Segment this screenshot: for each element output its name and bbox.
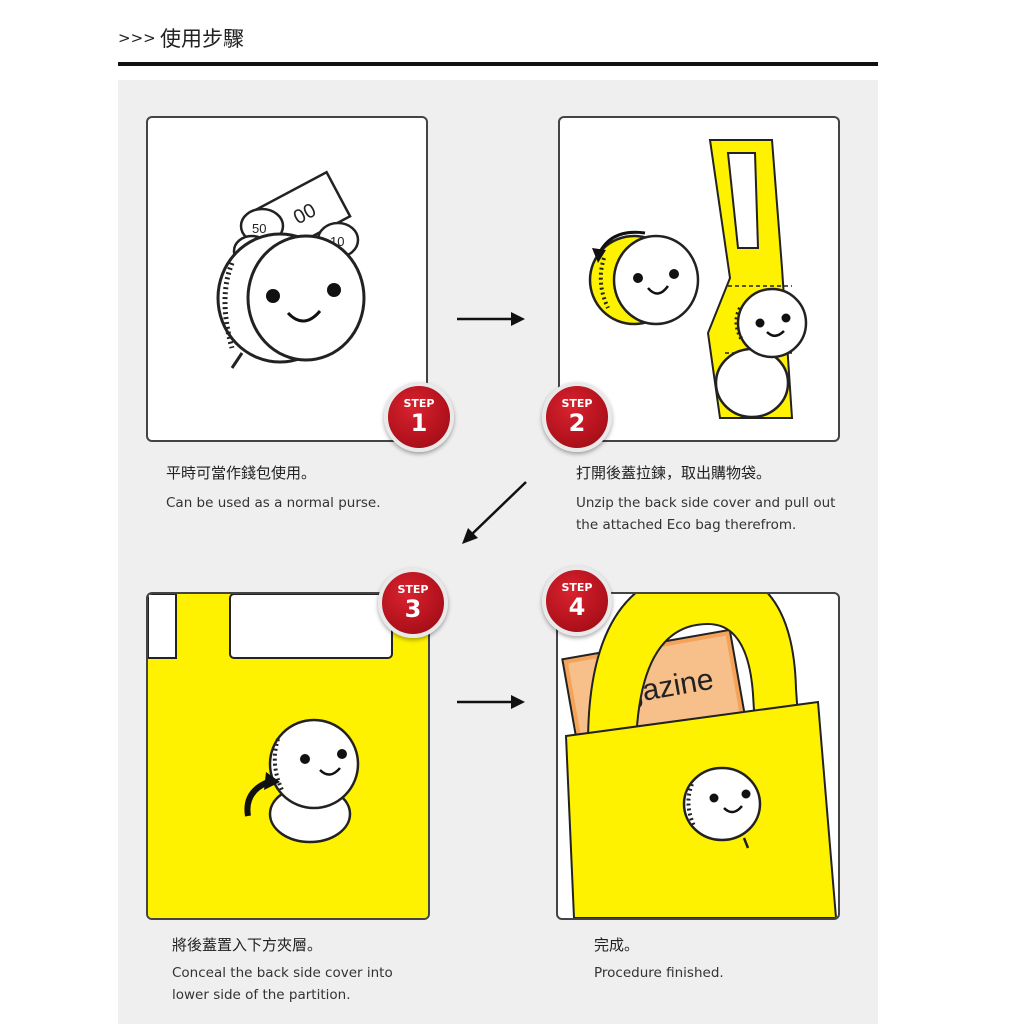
step-word: STEP [561, 397, 593, 410]
step-1-caption-zh: 平時可當作錢包使用。 [166, 464, 317, 482]
step-3-badge: STEP 3 [378, 568, 448, 638]
unzip-illustration [588, 139, 808, 419]
step-word: STEP [403, 397, 435, 410]
section-header: >>> 使用步驟 [118, 20, 878, 66]
step-number: 3 [404, 595, 422, 623]
section-title: 使用步驟 [160, 27, 244, 51]
step-3-caption-zh: 將後蓋置入下方夾層。 [172, 936, 323, 954]
coin-purse-illustration: 00 50 10 [216, 170, 366, 369]
step-word: STEP [561, 581, 593, 594]
step-4-caption-zh: 完成。 [594, 936, 640, 954]
step-2-badge: STEP 2 [542, 382, 612, 452]
step-3-illustration [146, 592, 430, 920]
step-2-caption-en: Unzip the back side cover and pull out t… [576, 495, 836, 533]
step-2-caption-zh: 打開後蓋拉鍊，取出購物袋。 [576, 464, 772, 482]
chevron-icon: >>> [118, 29, 156, 47]
step-word: STEP [397, 583, 429, 596]
step-number: 2 [568, 409, 586, 437]
step-1-illustration: 00 50 10 [146, 116, 428, 442]
step-4-illustration: agazine [556, 592, 840, 920]
arrow-right-icon [457, 695, 525, 709]
step-3-caption-en: Conceal the back side cover into lower s… [172, 965, 393, 1003]
step-1-caption-en: Can be used as a normal purse. [166, 495, 381, 511]
step-number: 4 [568, 593, 586, 621]
step-1-badge: STEP 1 [384, 382, 454, 452]
step-4-caption-en: Procedure finished. [594, 965, 724, 981]
arrow-diagonal-icon [462, 481, 527, 544]
step-number: 1 [410, 409, 428, 437]
conceal-illustration [148, 594, 428, 918]
step-2-illustration [558, 116, 840, 442]
arrow-right-icon [457, 312, 525, 326]
step-4-badge: STEP 4 [542, 566, 612, 636]
finished-bag-illustration: agazine [561, 594, 838, 918]
coin-50-label: 50 [252, 221, 266, 236]
